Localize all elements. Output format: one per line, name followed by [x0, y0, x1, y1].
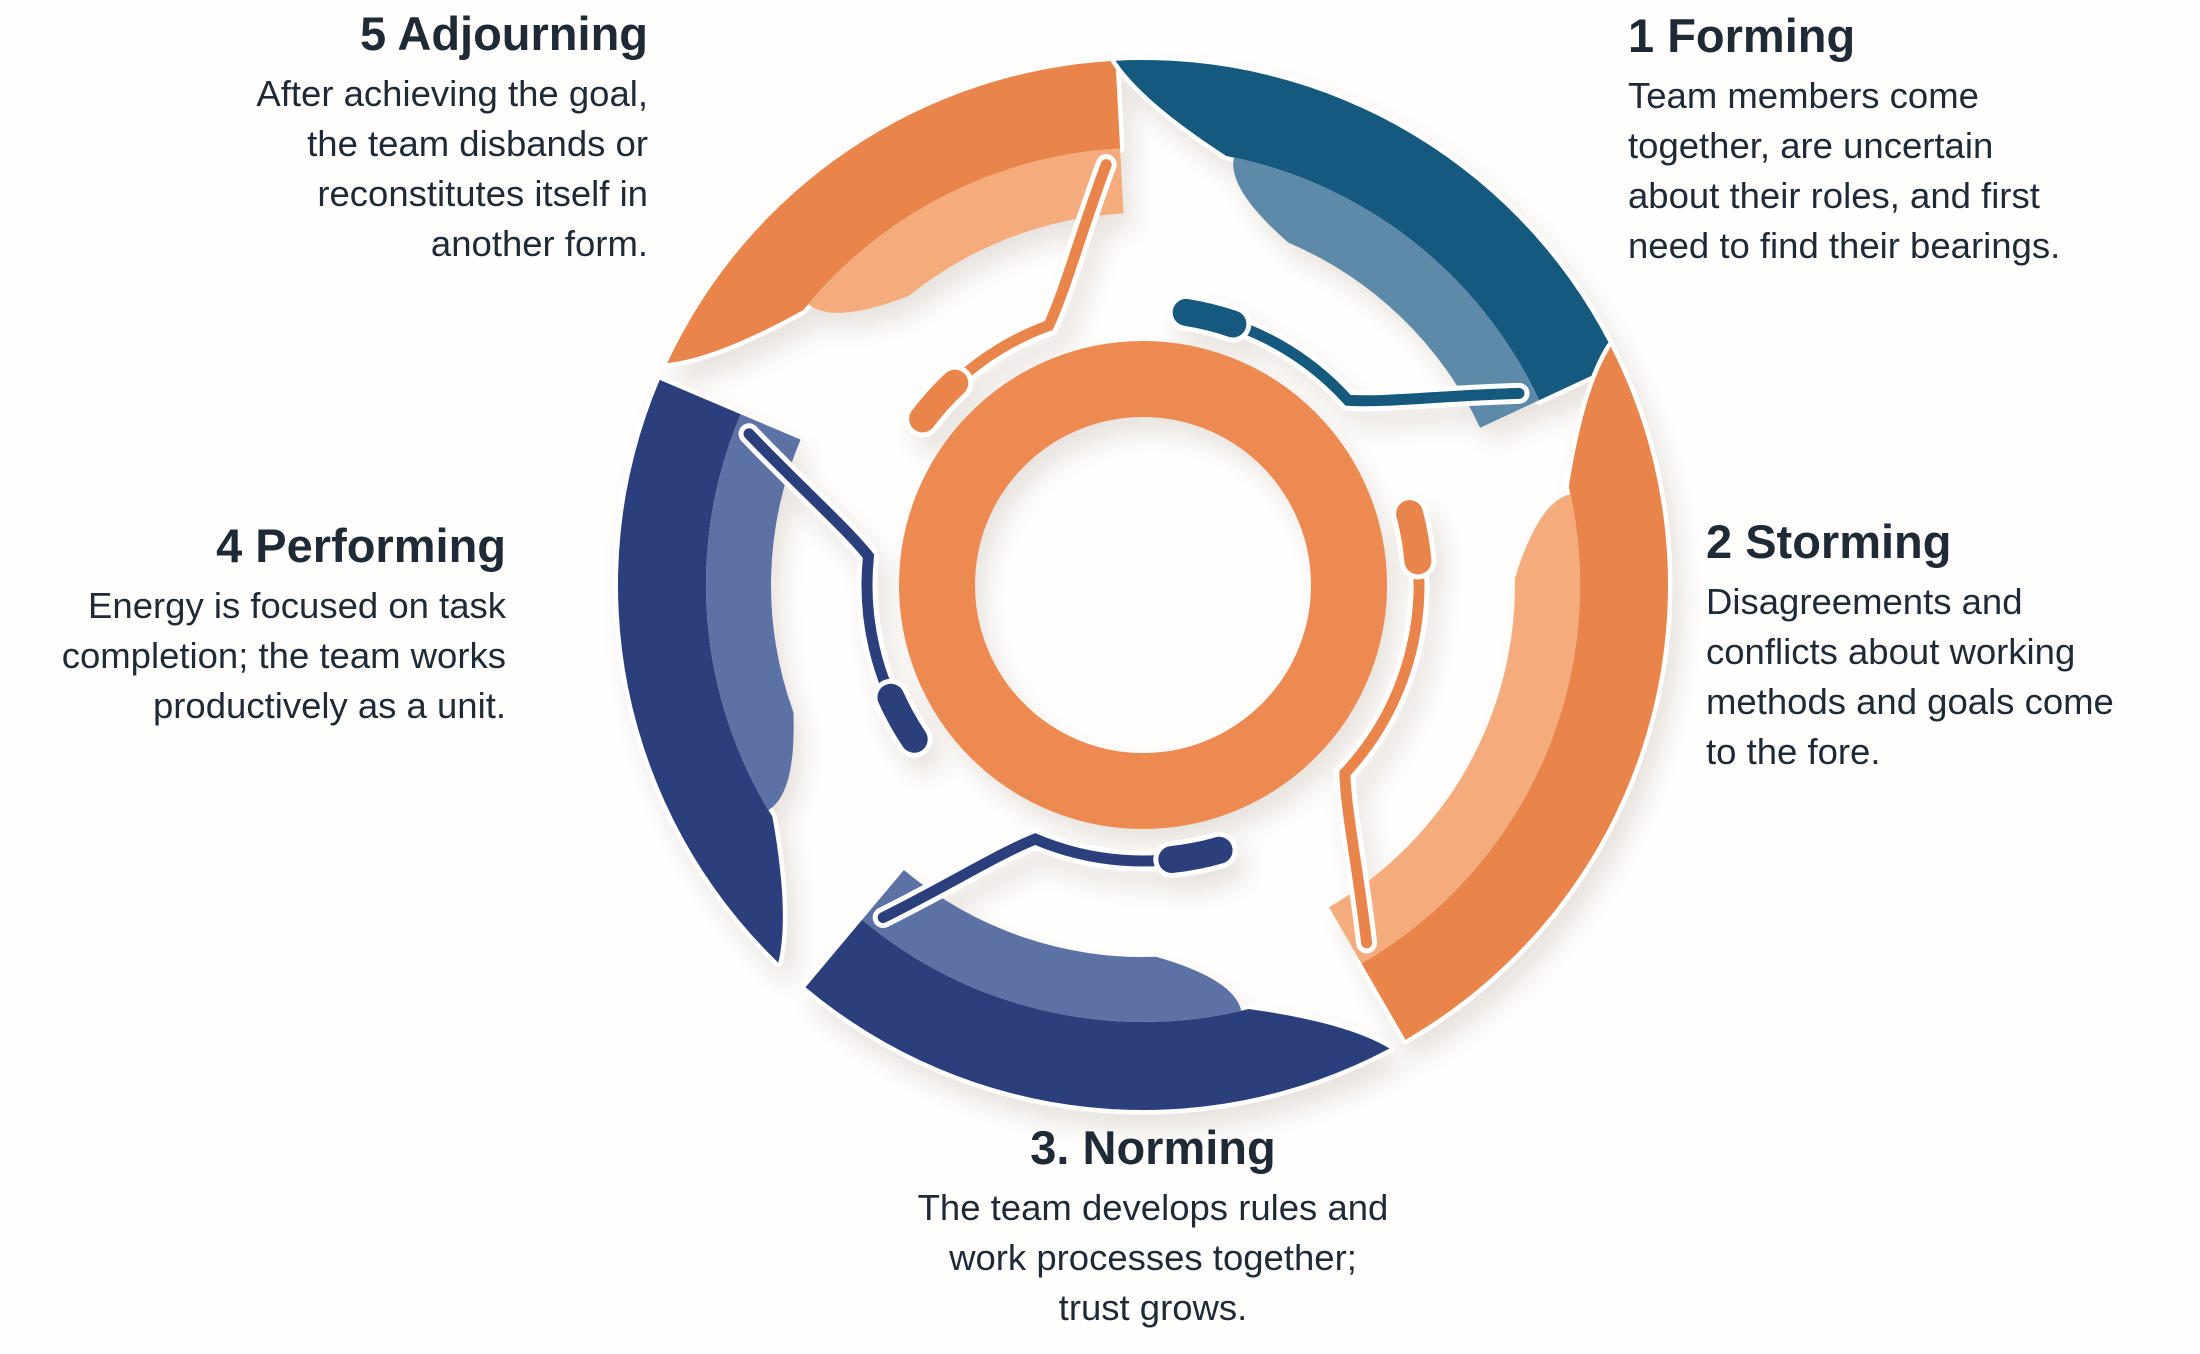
stage-title-adjourning: 5 Adjourning [359, 7, 648, 60]
segment-forming-inner-band [1233, 157, 1540, 428]
stage-description-norming: The team develops rules and work process… [917, 1187, 1389, 1329]
segment-performing [613, 375, 933, 968]
segment-norming-hook-nose [1158, 836, 1233, 873]
stage-label-adjourning: 5 Adjourning After achieving the goal, t… [168, 6, 648, 269]
segment-performing-inner-band [705, 414, 801, 811]
segment-adjourning [662, 56, 1125, 438]
stage-label-performing: 4 Performing Energy is focused on task c… [6, 518, 506, 731]
stage-description-forming: Team members come together, are uncertai… [1628, 75, 2061, 267]
segment-storming [1329, 342, 1673, 1045]
stage-cycle-wheel [613, 55, 1673, 1115]
segment-forming [1111, 55, 1624, 428]
segment-storming-hook-nose [1396, 500, 1432, 575]
segment-adjourning-hook-nose [909, 369, 969, 433]
stage-description-performing: Energy is focused on task completion; th… [61, 585, 506, 727]
stage-description-storming: Disagreements and conflicts about workin… [1706, 581, 2114, 773]
segment-norming-inner-band [862, 870, 1242, 1023]
segment-storming-hook-outline [1339, 517, 1425, 949]
segment-storming-inner-band [1329, 494, 1581, 964]
stage-description-adjourning: After achieving the goal, the team disba… [256, 73, 648, 265]
stage-label-norming: 3. Norming The team develops rules and w… [823, 1120, 1483, 1333]
segment-performing-hook-nose [877, 683, 928, 753]
stage-title-storming: 2 Storming [1706, 515, 1952, 568]
stage-label-storming: 2 Storming Disagreements and conflicts a… [1706, 514, 2200, 777]
stage-title-performing: 4 Performing [216, 519, 506, 572]
segment-forming-hook-nose [1172, 298, 1247, 338]
segment-norming [801, 827, 1394, 1115]
segment-forming-hook-outline [1190, 308, 1525, 407]
stage-title-forming: 1 Forming [1628, 9, 1856, 62]
center-ring [899, 341, 1387, 829]
segment-adjourning-inner-band [808, 148, 1124, 313]
stage-title-norming: 3. Norming [1030, 1121, 1276, 1174]
stage-label-forming: 1 Forming Team members come together, ar… [1628, 8, 2168, 271]
